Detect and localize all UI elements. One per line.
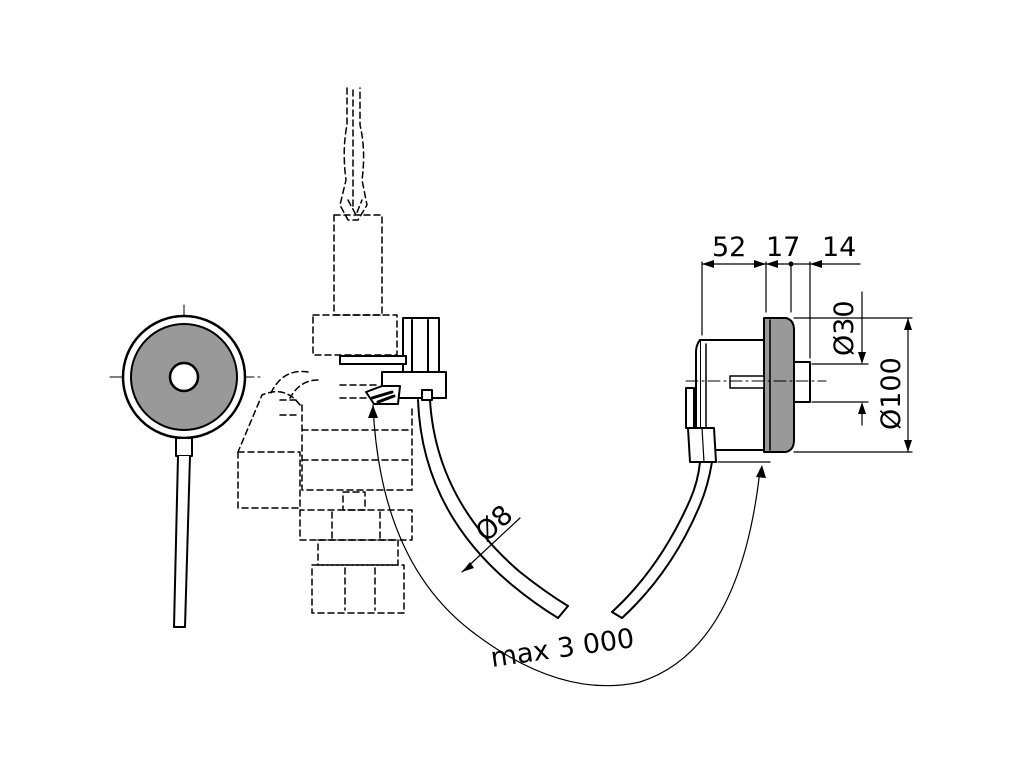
button-front-view-tube [173, 437, 193, 628]
button-front-view [109, 304, 263, 453]
dim-dia100-label: Ø100 [876, 357, 907, 430]
button-side-view [685, 317, 827, 463]
dimension-lines [372, 261, 913, 687]
dim-dia8-label: Ø8 [470, 499, 519, 548]
dimension-arrows [368, 260, 912, 572]
actuation-tube [417, 399, 713, 619]
dim-52-label: 52 [712, 232, 746, 263]
dim-max-length-label: max 3 000 [489, 623, 637, 674]
dim-dia30-label: Ø30 [829, 300, 860, 356]
dim-17-label: 17 [766, 232, 800, 263]
cistern-valve-dashed [237, 87, 413, 614]
dim-14-label: 14 [822, 232, 856, 263]
valve-actuator [339, 317, 447, 405]
